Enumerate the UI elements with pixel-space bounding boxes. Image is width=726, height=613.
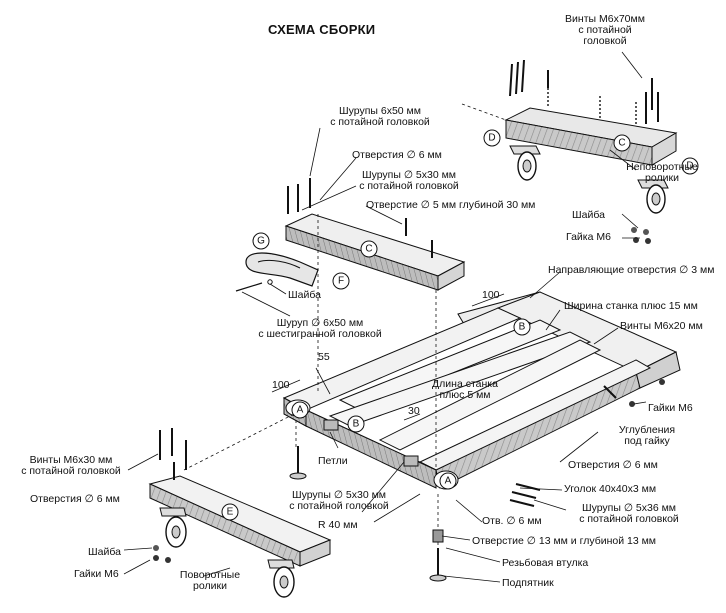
svg-text:E: E — [227, 507, 234, 518]
svg-text:A: A — [297, 405, 304, 416]
lower-screws — [159, 428, 187, 480]
dim-100-left: 100 — [272, 379, 290, 391]
label-r40: R 40 мм — [318, 519, 358, 531]
svg-text:B: B — [353, 419, 360, 430]
dim-30: 30 — [408, 405, 420, 417]
marker-d-right: D — [681, 157, 699, 175]
marker-a-right: A — [439, 472, 457, 490]
label-washer-right: Шайба — [572, 209, 605, 221]
label-nut-m6-right: Гайка М6 — [566, 231, 611, 243]
label-fixed-rollers: Неповоротные ролики — [626, 161, 698, 184]
marker-e: E — [221, 503, 239, 521]
fixed-roller-right — [637, 179, 669, 214]
swivel-roller-right — [267, 559, 295, 598]
svg-text:C: C — [365, 244, 372, 255]
label-screws-m6x20: Винты М6х20 мм — [620, 320, 703, 332]
fixed-roller-left — [509, 145, 541, 181]
label-hole-13-depth-13: Отверстие ∅ 13 мм и глубиной 13 мм — [472, 535, 657, 547]
diagram-title: СХЕМА СБОРКИ — [268, 22, 376, 37]
label-length-plus-5: Длина станка плюс 5 мм — [432, 378, 498, 401]
label-wood-screws-5x30-top: Шурупы ∅ 5х30 мм с потайной головкой — [359, 169, 459, 192]
label-nuts-m6-right: Гайки М6 — [648, 402, 693, 414]
label-angle-40x40x3: Уголок 40х40х3 мм — [564, 483, 657, 495]
dimension-lines — [271, 293, 505, 421]
marker-d-left: D — [483, 129, 501, 147]
label-washer-mid: Шайба — [288, 289, 321, 301]
marker-b-back: B — [513, 318, 531, 336]
label-holes-5-depth-30: Отверстие ∅ 5 мм глубиной 30 мм — [366, 199, 536, 211]
label-nuts-m6-left: Гайки М6 — [74, 568, 119, 580]
label-screws-m6x70: Винты М6х70мм с потайной головкой — [565, 13, 645, 47]
label-wood-screws-6x50: Шурупы 6х50 мм с потайной головкой — [330, 105, 430, 128]
marker-a-left: A — [291, 401, 309, 419]
upper-screws-m6x70 — [509, 59, 659, 124]
label-swivel-rollers: Поворотные ролики — [179, 569, 241, 592]
label-holes-6: Отверстия ∅ 6 мм — [352, 149, 442, 161]
label-threaded-sleeve: Резьбовая втулка — [502, 557, 589, 569]
svg-text:D: D — [686, 161, 693, 172]
right-nuts — [631, 227, 651, 244]
label-width-plus-15: Ширина станка плюс 15 мм — [564, 300, 698, 312]
label-screws-m6x30: Винты М6х30 мм с потайной головкой — [21, 454, 121, 477]
swivel-roller-left — [159, 507, 187, 548]
label-washer-left: Шайба — [88, 546, 121, 558]
label-holes-6-mid: Отверстия ∅ 6 мм — [568, 459, 658, 471]
svg-text:C: C — [618, 138, 625, 149]
label-foot: Подпятник — [502, 577, 554, 589]
marker-b-front: B — [347, 415, 365, 433]
marker-c-upper: C — [613, 134, 631, 152]
middle-screws — [287, 178, 433, 258]
marker-c-middle: C — [360, 240, 378, 258]
svg-text:D: D — [488, 133, 495, 144]
dim-55: 55 — [318, 351, 330, 363]
handle-piece — [235, 252, 319, 292]
marker-g: G — [252, 232, 270, 250]
main-frame — [282, 291, 681, 490]
label-wood-screws-5x36: Шурупы ∅ 5х36 мм с потайной головкой — [579, 502, 679, 525]
left-nuts — [153, 545, 171, 563]
label-wood-screws-5x30-bottom: Шурупы ∅ 5х30 мм с потайной головкой — [289, 489, 389, 512]
marker-f: F — [332, 272, 350, 290]
svg-text:A: A — [445, 476, 452, 487]
label-hole-6-small: Отв. ∅ 6 мм — [482, 515, 542, 527]
label-guide-holes-3: Направляющие отверстия ∅ 3 мм — [548, 264, 715, 276]
label-holes-6-left: Отверстия ∅ 6 мм — [30, 493, 120, 505]
svg-text:G: G — [257, 236, 265, 247]
lower-platform-e — [148, 475, 332, 567]
svg-text:F: F — [338, 276, 344, 287]
label-hinges: Петли — [318, 455, 348, 467]
label-screw-6x50-hex: Шуруп ∅ 6х50 мм с шестигранной головкой — [258, 317, 382, 340]
leader-lines — [123, 51, 647, 583]
dim-100-top: 100 — [482, 289, 500, 301]
label-recess-for-nut: Углубления под гайку — [618, 424, 676, 447]
svg-text:B: B — [519, 322, 526, 333]
leveling-feet — [289, 446, 447, 582]
